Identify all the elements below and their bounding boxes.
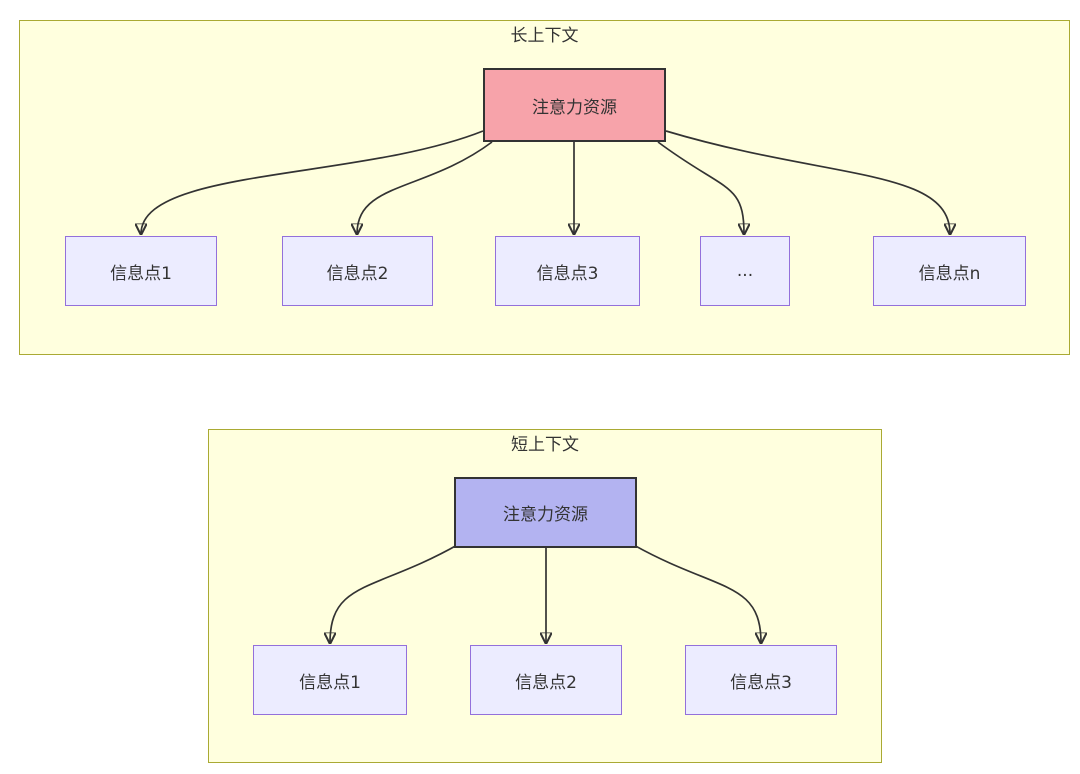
node-attention-short: 注意力资源: [454, 477, 637, 548]
node-long-info-3: 信息点3: [495, 236, 640, 306]
node-long-info-1: 信息点1: [65, 236, 217, 306]
node-long-info-2: 信息点2: [282, 236, 433, 306]
panel-long-context-title: 长上下文: [510, 26, 579, 46]
node-short-info-1-label: 信息点1: [299, 672, 361, 693]
node-attention-short-label: 注意力资源: [503, 505, 588, 525]
node-long-info-ellipsis-label: ...: [736, 261, 754, 281]
node-attention-long: 注意力资源: [483, 68, 666, 142]
panel-short-context-title: 短上下文: [511, 435, 579, 455]
node-long-info-1-label: 信息点1: [110, 263, 172, 284]
node-short-info-1: 信息点1: [253, 645, 407, 715]
node-long-info-n: 信息点n: [873, 236, 1026, 306]
node-short-info-3: 信息点3: [685, 645, 837, 715]
node-short-info-3-label: 信息点3: [730, 672, 792, 693]
node-short-info-2: 信息点2: [470, 645, 622, 715]
node-long-info-3-label: 信息点3: [536, 263, 599, 284]
node-long-info-ellipsis: ...: [700, 236, 790, 306]
node-attention-long-label: 注意力资源: [532, 97, 617, 118]
node-long-info-n-label: 信息点n: [918, 263, 981, 284]
node-short-info-2-label: 信息点2: [515, 672, 577, 693]
node-long-info-2-label: 信息点2: [326, 263, 389, 284]
